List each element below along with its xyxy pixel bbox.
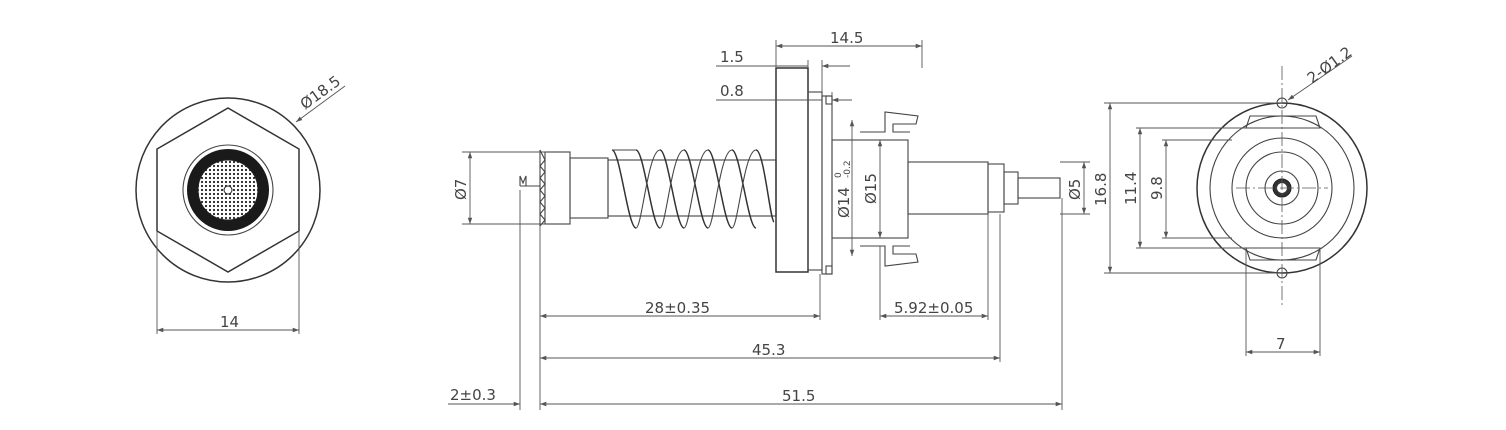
dim-d14-tol-lower: -0.2	[843, 160, 853, 178]
front-ring	[182, 144, 274, 236]
side-plunger	[544, 151, 571, 225]
side-plunger-barrel	[569, 157, 609, 219]
dim-0-8: 0.8	[720, 82, 744, 100]
side-flange-step	[807, 91, 823, 271]
rear-width-label: 7	[1276, 335, 1286, 353]
side-pin-tip	[1017, 177, 1061, 199]
dim-2: 2±0.3	[450, 386, 496, 404]
side-flange-thin	[821, 95, 833, 275]
side-pin-shaft	[907, 161, 989, 215]
dim-d7: Ø7	[452, 179, 470, 200]
dim-14-5: 14.5	[830, 29, 863, 47]
front-diameter-leader	[295, 85, 346, 123]
front-diameter-label: Ø18.5	[297, 72, 344, 113]
rear-height-mid: 11.4	[1122, 172, 1140, 205]
front-center-pin	[223, 185, 233, 195]
dim-51-5: 51.5	[782, 387, 815, 405]
front-view: Ø18.5 14	[135, 72, 346, 334]
dim-d14-tol-upper: 0	[834, 172, 844, 178]
dim-1-5: 1.5	[720, 48, 744, 66]
side-clip-bottom	[860, 245, 919, 267]
dim-45-3: 45.3	[752, 341, 785, 359]
dim-d14: Ø14	[835, 187, 853, 218]
rear-tab-bottom	[1245, 247, 1321, 261]
rear-height-inner: 9.8	[1148, 176, 1166, 200]
side-flange	[775, 67, 809, 273]
front-hex-nut	[156, 107, 300, 273]
front-width-label: 14	[220, 313, 239, 331]
dim-d15: Ø15	[862, 173, 880, 204]
rear-holes-label: 2-Ø1.2	[1304, 43, 1356, 87]
rear-holes-leader	[1287, 55, 1353, 101]
dim-d5: Ø5	[1066, 179, 1084, 200]
rear-height-outer: 16.8	[1092, 173, 1110, 206]
side-spring	[611, 149, 775, 229]
rear-tab-top	[1245, 115, 1321, 129]
dim-28: 28±0.35	[645, 299, 710, 317]
dim-5-92: 5.92±0.05	[894, 299, 973, 317]
side-clip-top	[860, 111, 919, 133]
front-outer-circle	[135, 97, 321, 283]
side-view: 14.5 1.5 0.8 Ø7 Ø14 0 -0.2 Ø15 Ø5 28±0.3…	[448, 29, 1090, 410]
side-tip-crown	[539, 149, 546, 227]
rear-view: 2-Ø1.2 16.8 11.4 9.8 7	[1092, 43, 1368, 356]
